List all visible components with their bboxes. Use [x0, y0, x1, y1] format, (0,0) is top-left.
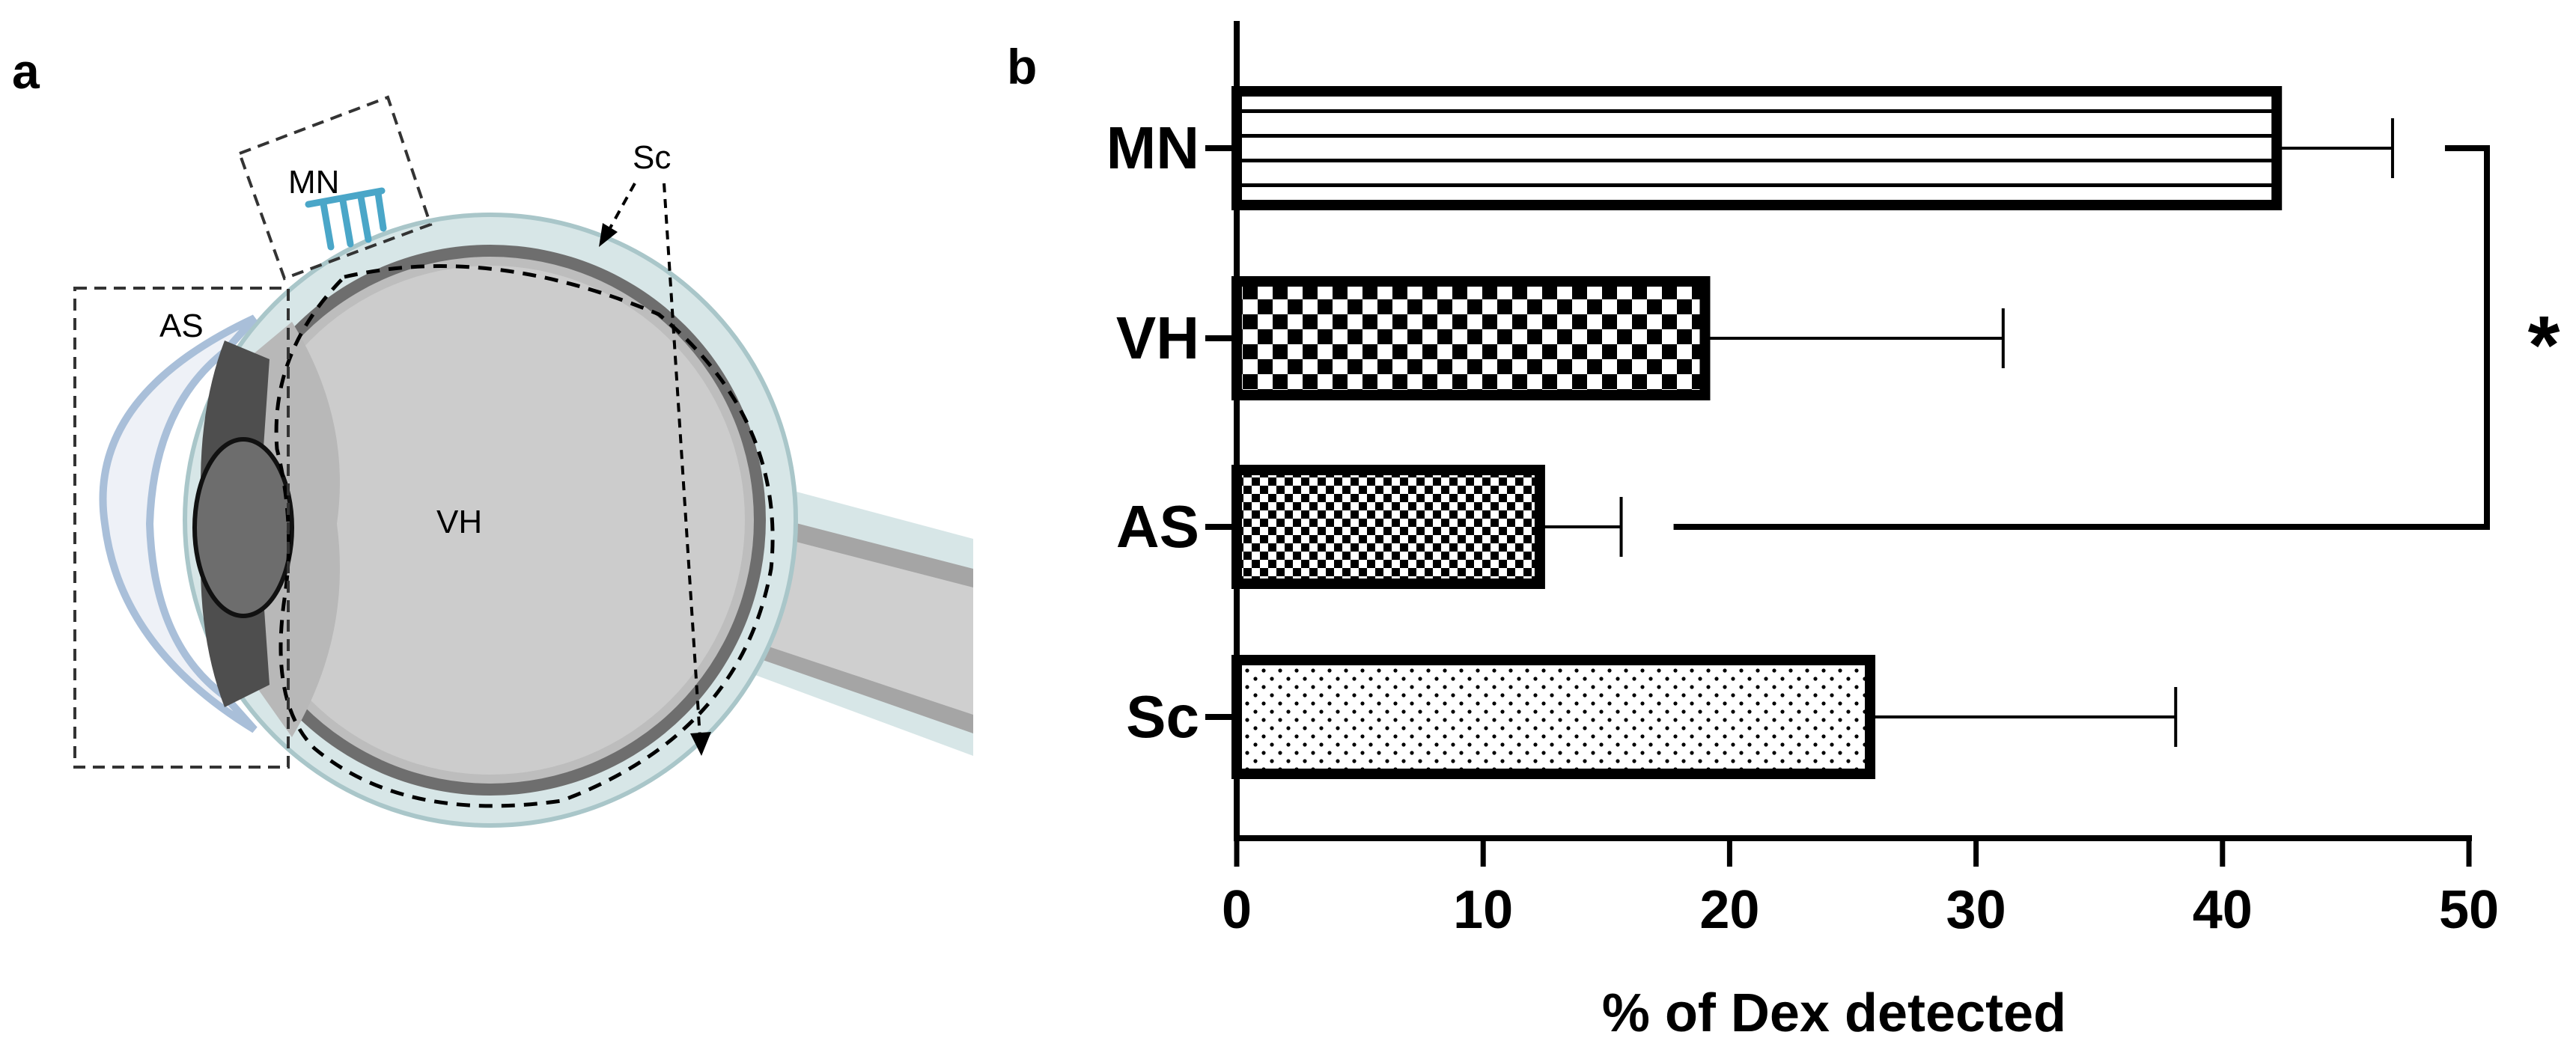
- chart-x-ticks: 0 10 20 30 40 50: [1222, 838, 2499, 940]
- mn-region-label: MN: [288, 164, 339, 201]
- sc-arrowhead-1: [599, 223, 618, 247]
- optic-nerve: [737, 479, 973, 756]
- x-axis-label: % of Dex detected: [1602, 983, 2066, 1043]
- sc-arrows: [606, 183, 701, 738]
- dex-path-dashed: [274, 264, 775, 808]
- chart-error-bars: [1539, 118, 2394, 747]
- x-tick-label-40: 40: [2193, 880, 2253, 940]
- vh-region-label: VH: [436, 504, 482, 540]
- microneedle-patch: [305, 187, 387, 251]
- x-tick-label-50: 50: [2439, 880, 2499, 940]
- chart-category-labels: MN VH AS Sc: [1106, 115, 1237, 750]
- category-label-as: AS: [1116, 493, 1199, 560]
- bar-as: [1231, 465, 1545, 589]
- as-region-label: AS: [159, 308, 204, 344]
- x-tick-label-0: 0: [1222, 880, 1252, 940]
- panel-b-bar-chart: b MN VH AS Sc 0 10 20 30 40 50 * % of Dex detect…: [1007, 21, 2560, 1043]
- significance-line: [1673, 145, 2490, 530]
- lens: [192, 437, 294, 618]
- sc-region-label: Sc: [633, 139, 671, 176]
- bar-sc: [1231, 655, 1876, 779]
- significance-star: *: [2528, 299, 2560, 391]
- sc-arrowhead-2: [690, 732, 711, 756]
- as-region-box: [73, 287, 290, 769]
- category-label-sc: Sc: [1126, 683, 1199, 750]
- category-label-mn: MN: [1106, 115, 1199, 181]
- x-tick-label-10: 10: [1453, 880, 1513, 940]
- panel-a-label: a: [12, 43, 40, 99]
- panel-b-label: b: [1007, 39, 1037, 94]
- significance-bracket: *: [1673, 145, 2560, 530]
- panel-a-eye-illustration: a MN: [12, 43, 973, 828]
- chart-bars: [1231, 86, 2283, 779]
- category-label-vh: VH: [1116, 305, 1199, 371]
- x-tick-label-30: 30: [1946, 880, 2006, 940]
- vitreous-body: [236, 266, 745, 775]
- x-tick-label-20: 20: [1699, 880, 1759, 940]
- bar-mn: [1231, 86, 2283, 210]
- bar-vh: [1231, 276, 1711, 400]
- mn-region-box: [237, 95, 433, 281]
- cornea: [99, 314, 258, 733]
